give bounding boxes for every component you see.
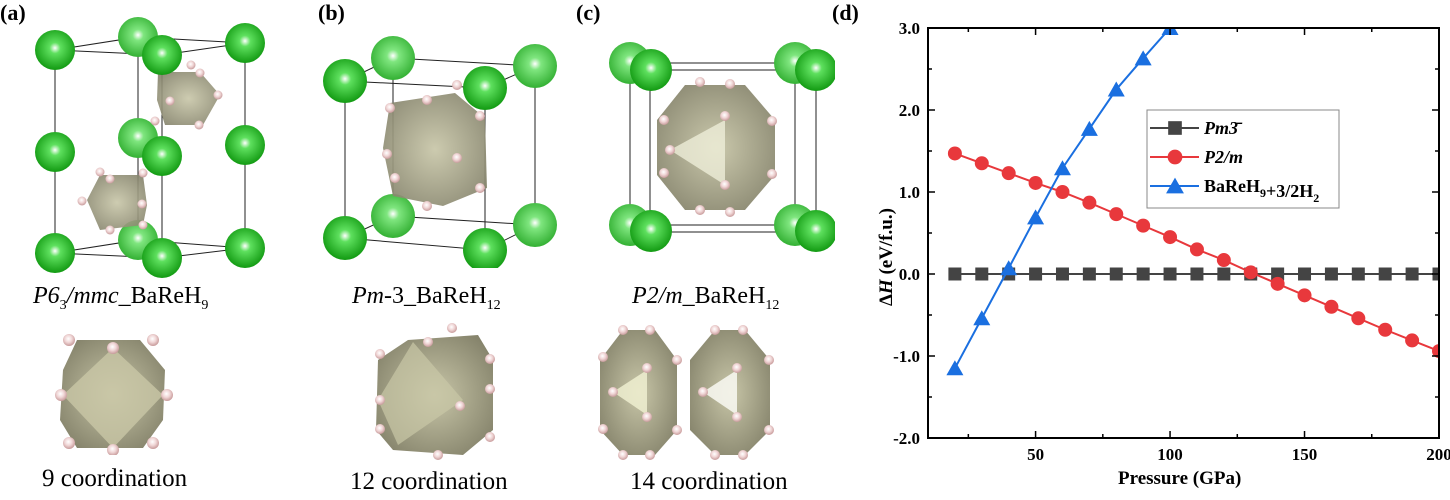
triangle-marker — [946, 360, 964, 376]
circle-marker — [1082, 195, 1097, 210]
square-marker — [1163, 267, 1177, 281]
circle-marker — [947, 146, 962, 161]
x-tick-label: 200 — [1426, 445, 1450, 464]
panel-label-a: (a) — [0, 0, 26, 25]
polyhedron-9-coordination — [55, 334, 173, 455]
polyhedron-12-coordination — [375, 323, 495, 460]
square-marker — [1029, 267, 1043, 281]
series-square — [948, 267, 1439, 281]
caption-a-space-group: P63/mmc_BaReH9 — [33, 283, 209, 313]
circle-marker — [1243, 265, 1258, 280]
circle-marker — [1351, 311, 1366, 326]
structure-c-unit-cell — [609, 42, 835, 252]
x-tick-label: 100 — [1157, 445, 1183, 464]
series-circle — [947, 146, 1439, 359]
circle-marker — [1109, 207, 1124, 222]
polyhedron-upper — [150, 60, 223, 130]
square-marker — [1082, 267, 1096, 281]
x-axis-label: Pressure (GPa) — [1118, 468, 1242, 489]
series-triangle — [946, 28, 1179, 376]
plot-frame — [927, 27, 1440, 439]
x-tick-label: 150 — [1292, 445, 1318, 464]
triangle-marker — [1134, 50, 1152, 66]
y-tick-label: 1.0 — [899, 183, 920, 202]
panel-label-c: (c) — [576, 0, 601, 25]
circle-marker — [974, 156, 989, 171]
y-tick-label: -2.0 — [893, 429, 920, 448]
square-marker — [1136, 267, 1150, 281]
circle-marker — [1432, 344, 1439, 359]
circle-marker — [1001, 166, 1016, 181]
triangle-marker — [1080, 120, 1098, 136]
y-tick-label: 2.0 — [899, 101, 920, 120]
y-tick-label: -1.0 — [893, 347, 920, 366]
x-tick-label: 50 — [1027, 445, 1044, 464]
square-marker — [1378, 267, 1392, 281]
circle-marker — [1216, 253, 1231, 268]
square-marker — [1190, 267, 1204, 281]
square-marker — [1351, 267, 1365, 281]
chart-axes: 3.0 2.0 1.0 0.0 -1.0 -2.0 50 100 150 200 — [893, 19, 1450, 464]
legend-entry-square: Pm3̄ — [1203, 118, 1243, 138]
circle-marker — [1270, 276, 1285, 291]
plot-area — [946, 28, 1439, 376]
triangle-marker — [1107, 81, 1125, 97]
coordination-label-9: 9 coordination — [42, 465, 188, 492]
circle-marker — [1378, 322, 1393, 337]
legend-entry-circle: P2/m — [1203, 147, 1243, 167]
circle-marker — [1167, 149, 1183, 165]
y-tick-label: 0.0 — [899, 265, 920, 284]
square-marker — [1405, 267, 1419, 281]
structure-b-unit-cell — [323, 36, 557, 268]
square-marker — [948, 267, 962, 281]
panel-label-b: (b) — [318, 0, 345, 25]
square-marker — [1109, 267, 1123, 281]
square-marker — [1298, 267, 1312, 281]
legend-entry-triangle: BaReH9+3/2H2 — [1204, 176, 1319, 205]
coordination-label-12: 12 coordination — [350, 468, 508, 495]
circle-marker — [1324, 299, 1339, 314]
square-marker — [1217, 267, 1231, 281]
circle-marker — [1055, 185, 1070, 199]
circle-marker — [1405, 333, 1420, 348]
square-marker — [1055, 267, 1069, 281]
circle-marker — [1163, 230, 1178, 245]
circle-marker — [1189, 242, 1204, 257]
square-marker — [975, 267, 989, 281]
circle-marker — [1136, 218, 1151, 233]
square-marker — [1271, 267, 1285, 281]
circle-marker — [1028, 175, 1043, 190]
triangle-marker — [1000, 260, 1018, 276]
caption-b-space-group: Pm-3_BaReH12 — [352, 283, 501, 313]
triangle-marker — [973, 310, 991, 326]
y-tick-label: 3.0 — [899, 19, 920, 38]
square-marker — [1324, 267, 1338, 281]
circle-marker — [1297, 288, 1312, 303]
triangle-marker — [1166, 177, 1184, 194]
panel-label-d: (d) — [832, 0, 859, 25]
polyhedron-lower — [77, 167, 148, 235]
polyhedron-14-coordination — [598, 325, 774, 460]
triangle-marker — [1027, 209, 1045, 225]
structure-a-unit-cell — [35, 17, 265, 278]
caption-c-space-group: P2/m_BaReH12 — [632, 283, 780, 313]
square-marker — [1168, 121, 1182, 135]
triangle-marker — [1053, 160, 1071, 176]
coordination-label-14: 14 coordination — [630, 468, 788, 495]
